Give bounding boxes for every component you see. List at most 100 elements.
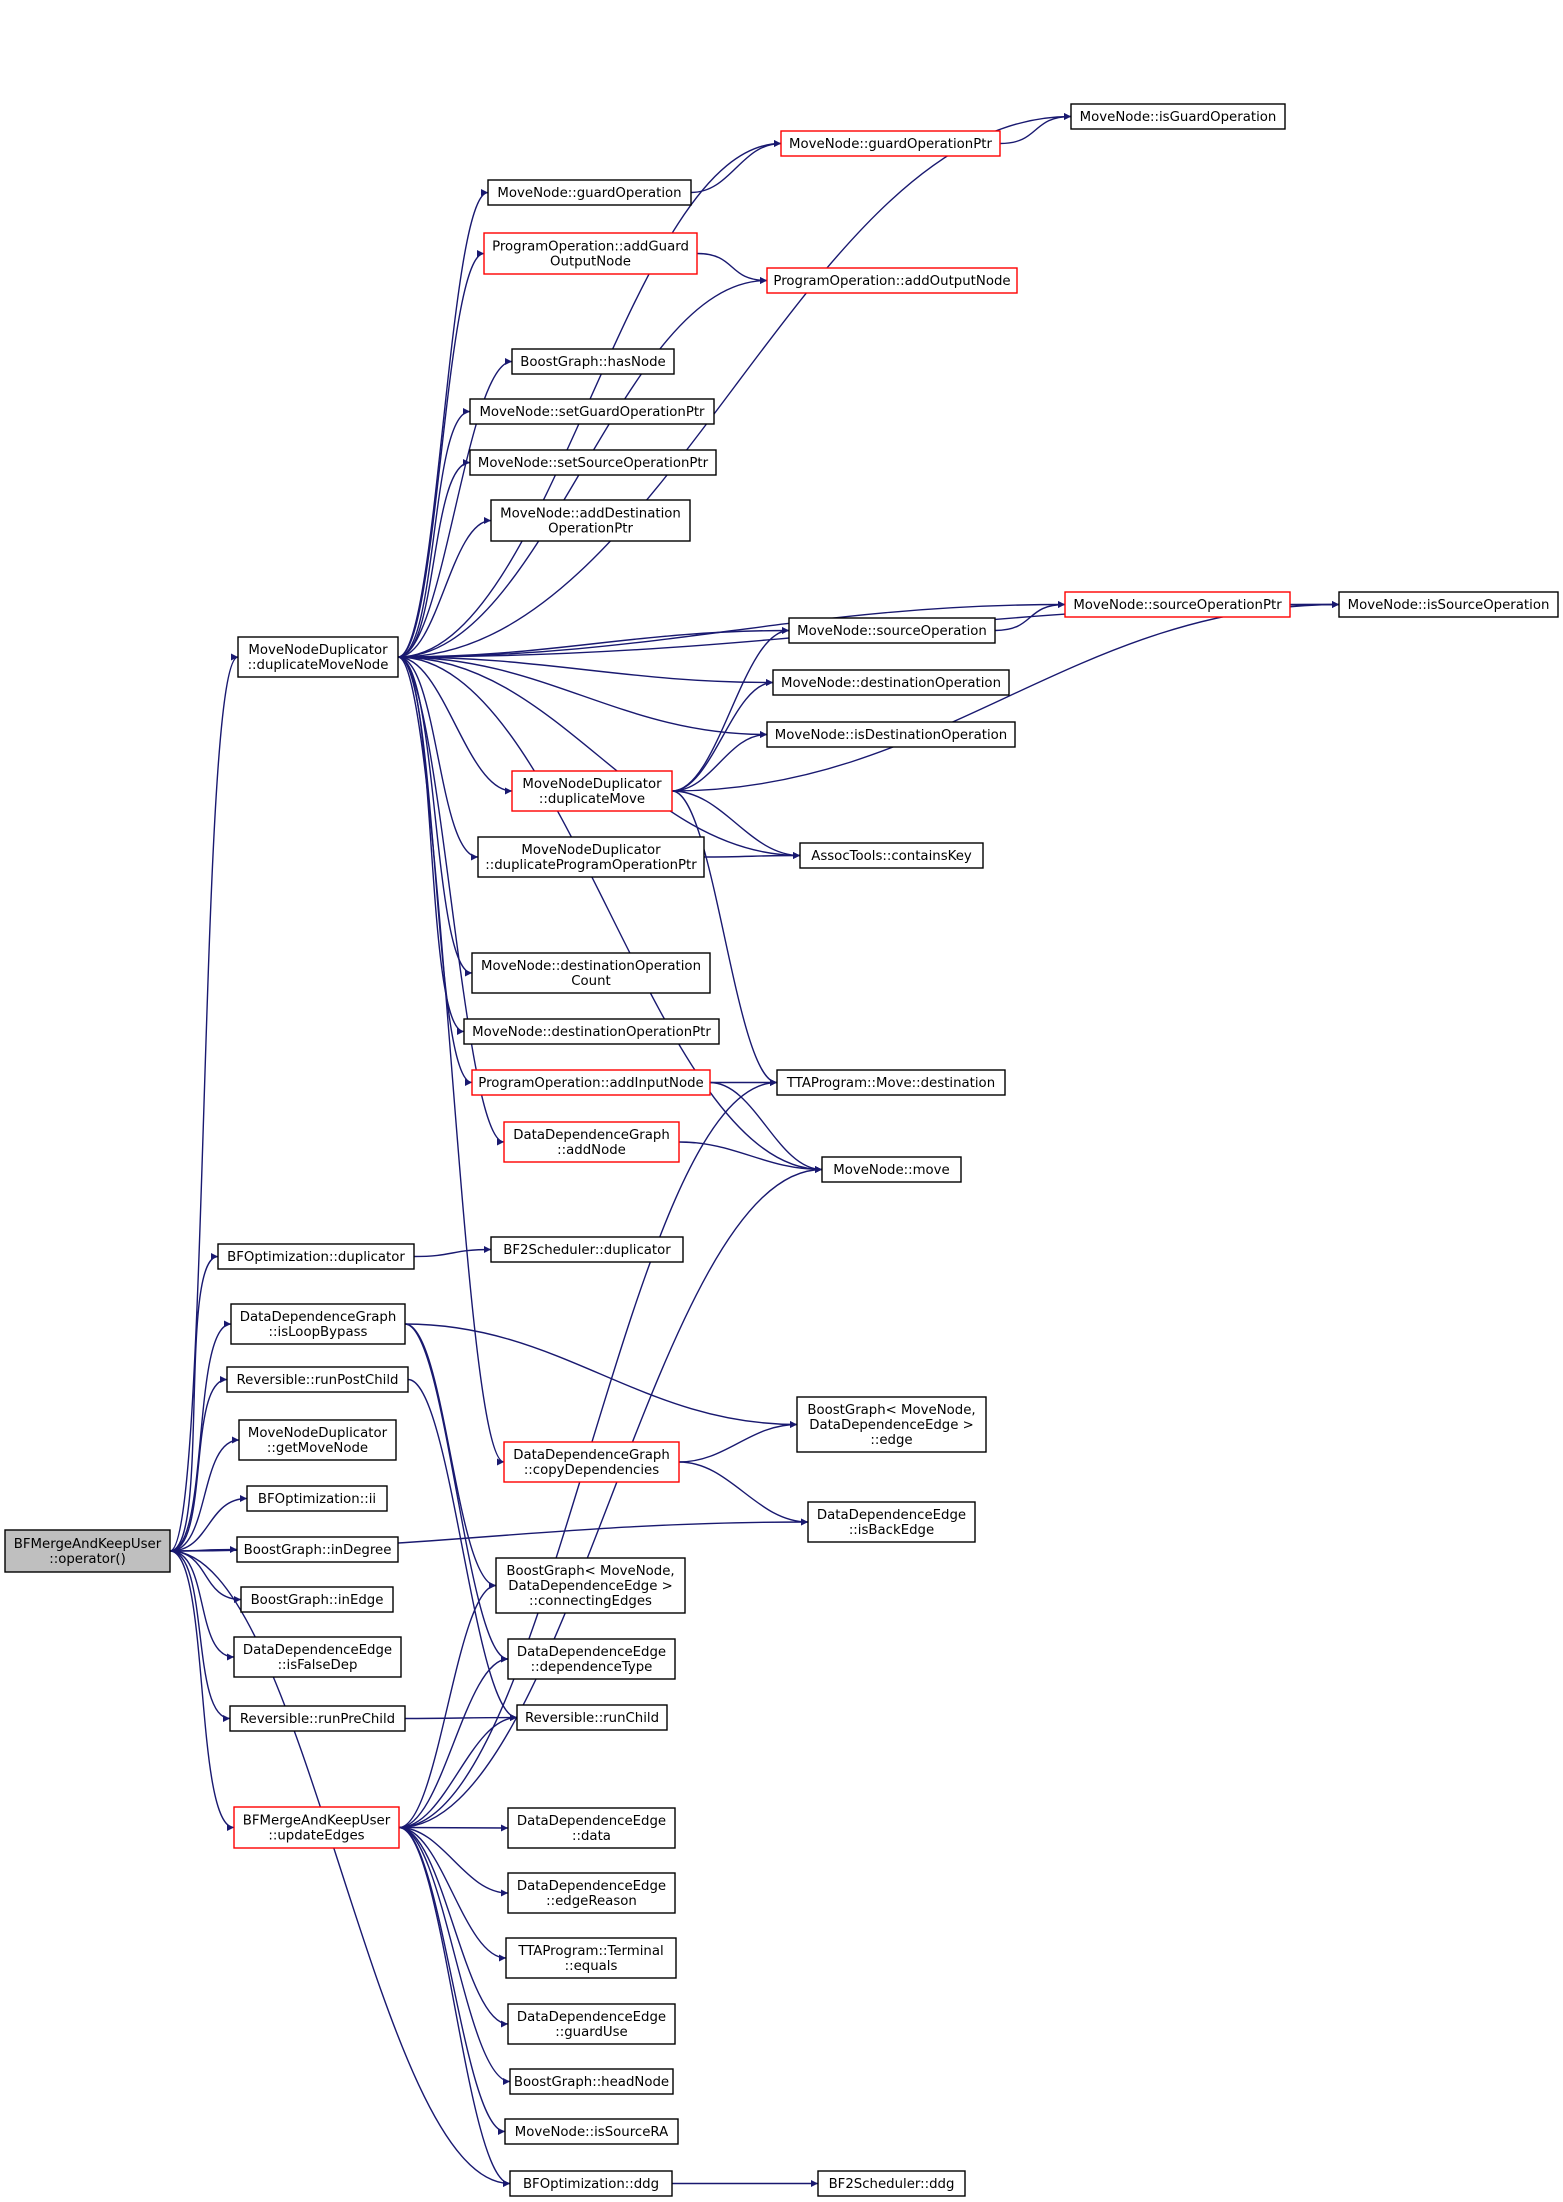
node-mn-move[interactable]: MoveNode::move xyxy=(821,1156,962,1183)
node-guard-op-ptr[interactable]: MoveNode::guardOperationPtr xyxy=(780,130,1001,157)
node-is-dest-op[interactable]: MoveNode::isDestinationOperation xyxy=(766,721,1016,748)
node-update-edges[interactable]: BFMergeAndKeepUser::updateEdges xyxy=(233,1806,400,1849)
edge-dup_move_node-to-dup_prog_op_ptr xyxy=(397,656,479,861)
node-label: BFMergeAndKeepUser xyxy=(14,1537,162,1552)
node-box xyxy=(471,1069,711,1096)
node-dde-data[interactable]: DataDependenceEdge::data xyxy=(507,1807,676,1849)
node-bfo-duplicator[interactable]: BFOptimization::duplicator xyxy=(217,1243,415,1270)
node-label: DataDependenceGraph xyxy=(513,1448,670,1463)
node-label: ::copyDependencies xyxy=(524,1463,659,1478)
node-dependence-type[interactable]: DataDependenceEdge::dependenceType xyxy=(507,1638,676,1680)
node-box xyxy=(471,952,711,994)
call-nodes: BFMergeAndKeepUser::operator() MoveNodeDu… xyxy=(4,103,1559,2197)
node-label: MoveNodeDuplicator xyxy=(521,843,661,858)
node-is-loop-bypass[interactable]: DataDependenceGraph::isLoopBypass xyxy=(230,1303,406,1345)
node-run-pre-child[interactable]: Reversible::runPreChild xyxy=(229,1705,406,1732)
node-label: MoveNode::setSourceOperationPtr xyxy=(478,456,709,471)
edge-root-to-dup_move_node xyxy=(169,653,239,1552)
node-box xyxy=(233,1636,402,1678)
edge-dup_move_node-to-is_dest_op xyxy=(397,656,768,738)
node-get-move-node[interactable]: MoveNodeDuplicator::getMoveNode xyxy=(238,1419,397,1461)
node-is-false-dep[interactable]: DataDependenceEdge::isFalseDep xyxy=(233,1636,402,1678)
node-is-source-op[interactable]: MoveNode::isSourceOperation xyxy=(1338,591,1559,618)
node-label: BoostGraph< MoveNode, xyxy=(807,1403,975,1418)
node-box xyxy=(509,2068,674,2095)
edge-dup_move-to-source_op xyxy=(671,627,790,792)
node-label: DataDependenceGraph xyxy=(513,1128,670,1143)
node-connecting-edges[interactable]: BoostGraph< MoveNode,DataDependenceEdge … xyxy=(495,1557,686,1614)
node-box xyxy=(483,232,698,275)
node-contains-key[interactable]: AssocTools::containsKey xyxy=(799,842,984,869)
node-box xyxy=(236,1536,399,1563)
edge-root-to-bfo_duplicator xyxy=(169,1253,219,1552)
node-label: ::duplicateMoveNode xyxy=(248,658,389,673)
node-run-child[interactable]: Reversible::runChild xyxy=(516,1704,668,1731)
node-label: BF2Scheduler::ddg xyxy=(829,2177,955,2192)
node-bf2-ddg[interactable]: BF2Scheduler::ddg xyxy=(817,2170,966,2197)
node-has-node[interactable]: BoostGraph::hasNode xyxy=(511,348,675,375)
node-box xyxy=(796,1396,987,1453)
node-box xyxy=(511,770,673,812)
node-in-edge[interactable]: BoostGraph::inEdge xyxy=(240,1586,394,1613)
edge-source_op-to-source_op_ptr xyxy=(994,601,1066,632)
node-bfo-ii[interactable]: BFOptimization::ii xyxy=(246,1485,388,1512)
node-copy-deps[interactable]: DataDependenceGraph::copyDependencies xyxy=(503,1441,680,1483)
node-set-guard-op-ptr[interactable]: MoveNode::setGuardOperationPtr xyxy=(469,398,715,425)
node-guard-use[interactable]: DataDependenceEdge::guardUse xyxy=(507,2003,676,2045)
node-label: BF2Scheduler::duplicator xyxy=(503,1243,671,1258)
node-label: BoostGraph::inEdge xyxy=(251,1593,384,1608)
node-label: MoveNodeDuplicator xyxy=(248,1426,388,1441)
node-dup-move-node[interactable]: MoveNodeDuplicator::duplicateMoveNode xyxy=(237,636,399,678)
edge-dup_move_node-to-guard_op xyxy=(397,189,489,658)
node-box xyxy=(821,1156,962,1183)
node-bfo-ddg[interactable]: BFOptimization::ddg xyxy=(509,2170,673,2197)
node-is-guard-op[interactable]: MoveNode::isGuardOperation xyxy=(1070,103,1286,130)
node-label: DataDependenceGraph xyxy=(240,1310,397,1325)
node-tta-move-dest[interactable]: TTAProgram::Move::destination xyxy=(776,1069,1006,1096)
node-source-op-ptr[interactable]: MoveNode::sourceOperationPtr xyxy=(1064,591,1291,618)
node-box xyxy=(1064,591,1291,618)
node-ddg-add-node[interactable]: DataDependenceGraph::addNode xyxy=(503,1121,680,1163)
node-label: ProgramOperation::addOutputNode xyxy=(773,274,1010,289)
node-label: ::isFalseDep xyxy=(278,1658,358,1673)
node-run-post-child[interactable]: Reversible::runPostChild xyxy=(226,1366,409,1393)
call-edges xyxy=(169,113,1340,2187)
node-is-back-edge[interactable]: DataDependenceEdge::isBackEdge xyxy=(807,1501,976,1543)
node-is-source-ra[interactable]: MoveNode::isSourceRA xyxy=(504,2118,679,2145)
node-label: MoveNode::destinationOperation xyxy=(781,676,1001,691)
node-in-degree[interactable]: BoostGraph::inDegree xyxy=(236,1536,399,1563)
node-terminal-equals[interactable]: TTAProgram::Terminal::equals xyxy=(505,1937,677,1979)
node-dup-move[interactable]: MoveNodeDuplicator::duplicateMove xyxy=(511,770,673,812)
node-box xyxy=(507,1872,676,1914)
node-add-input-node[interactable]: ProgramOperation::addInputNode xyxy=(471,1069,711,1096)
node-label: ::isBackEdge xyxy=(849,1523,934,1538)
node-dup-prog-op-ptr[interactable]: MoveNodeDuplicator::duplicateProgramOper… xyxy=(477,836,705,878)
node-box xyxy=(469,398,715,425)
node-box xyxy=(509,2170,673,2197)
node-label: BoostGraph::headNode xyxy=(514,2075,669,2090)
node-dest-op[interactable]: MoveNode::destinationOperation xyxy=(772,669,1010,696)
node-box xyxy=(503,1441,680,1483)
node-edge-reason[interactable]: DataDependenceEdge::edgeReason xyxy=(507,1872,676,1914)
node-box xyxy=(817,2170,966,2197)
edge-add_input_node-to-mn_move xyxy=(709,1081,823,1173)
node-bg-edge[interactable]: BoostGraph< MoveNode,DataDependenceEdge … xyxy=(796,1396,987,1453)
node-root[interactable]: BFMergeAndKeepUser::operator() xyxy=(4,1529,171,1573)
node-label: ::addNode xyxy=(557,1143,626,1158)
node-head-node[interactable]: BoostGraph::headNode xyxy=(509,2068,674,2095)
node-label: TTAProgram::Terminal xyxy=(517,1944,663,1959)
node-add-output-node[interactable]: ProgramOperation::addOutputNode xyxy=(766,267,1018,294)
edge-dup_move_node-to-ddg_add_node xyxy=(397,656,505,1146)
node-bf2-duplicator[interactable]: BF2Scheduler::duplicator xyxy=(490,1236,684,1263)
node-label: DataDependenceEdge xyxy=(517,1814,666,1829)
edge-update_edges-to-head_node xyxy=(398,1826,511,2085)
edge-dup_move-to-tta_move_dest xyxy=(671,790,778,1086)
node-guard-op[interactable]: MoveNode::guardOperation xyxy=(487,179,692,206)
node-source-op[interactable]: MoveNode::sourceOperation xyxy=(788,617,996,644)
node-set-source-op-ptr[interactable]: MoveNode::setSourceOperationPtr xyxy=(469,449,717,476)
node-dest-op-ptr[interactable]: MoveNode::destinationOperationPtr xyxy=(463,1018,720,1045)
